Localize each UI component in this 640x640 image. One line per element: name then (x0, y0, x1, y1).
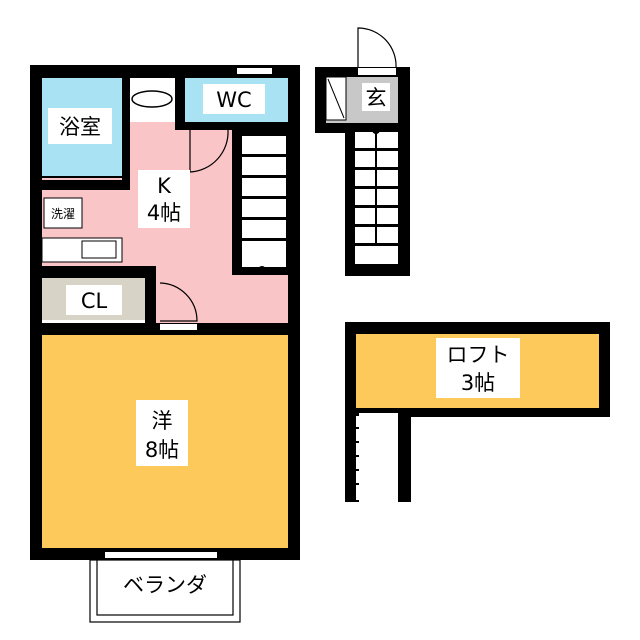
wall (122, 78, 130, 188)
laundry-label: 洗濯 (51, 207, 75, 221)
label-bg (436, 338, 520, 398)
wall (175, 78, 185, 130)
balcony-inner (96, 559, 234, 616)
western-label: 洋 (152, 409, 173, 433)
loft-size: 3帖 (461, 371, 495, 395)
stair-dot-icon (258, 266, 266, 274)
wall (42, 180, 130, 190)
door-swing-icon (189, 129, 229, 173)
cabinet-line (327, 78, 345, 119)
wall (30, 266, 156, 278)
stove-icon (81, 240, 117, 259)
label-bg (362, 83, 390, 111)
closet-label: CL (81, 289, 108, 313)
wc-label: WC (216, 88, 251, 112)
loft-label: ロフト (447, 343, 510, 367)
wall (145, 266, 156, 334)
entrance-door-swing-icon (357, 27, 397, 69)
loft-ladder (356, 416, 397, 500)
label-bg (203, 84, 265, 114)
label-bg (66, 285, 122, 315)
entrance-label: 玄 (366, 86, 387, 110)
kitchen-size: 4帖 (147, 201, 181, 225)
window (237, 68, 272, 74)
label-bg (48, 108, 112, 144)
door-swing-icon (159, 282, 198, 322)
label-bg (138, 170, 190, 228)
entrance-door (358, 68, 396, 75)
balcony-label: ベランダ (123, 573, 207, 597)
stair-dot-icon (372, 126, 380, 134)
laundry-space (43, 197, 83, 229)
label-bg (136, 400, 188, 466)
door (160, 324, 197, 330)
window (105, 552, 217, 558)
kitchen-label: K (157, 174, 172, 198)
western-size: 8帖 (145, 438, 179, 462)
sink-icon (131, 90, 173, 108)
bath-label: 浴室 (59, 115, 101, 139)
